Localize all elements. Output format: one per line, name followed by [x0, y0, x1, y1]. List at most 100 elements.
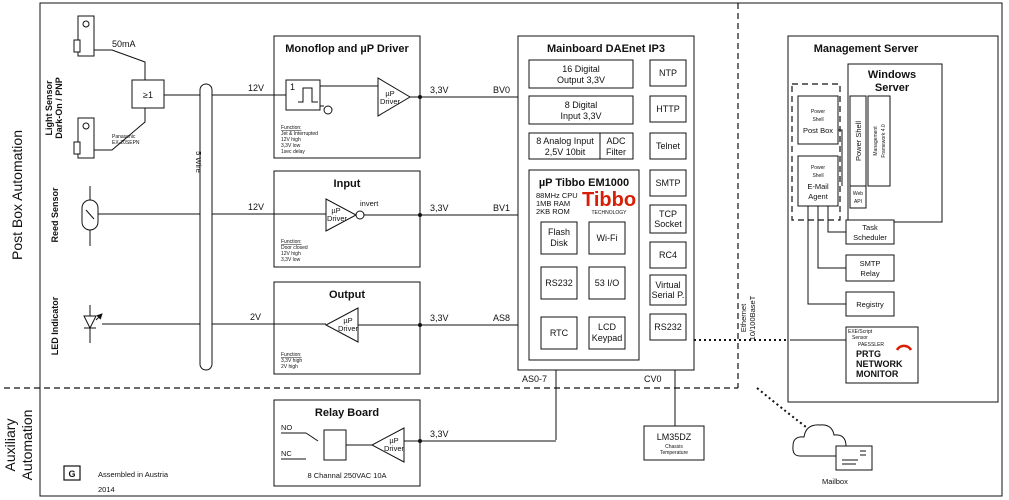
- svg-text:ADC: ADC: [606, 136, 626, 146]
- svg-text:3,3V high: 3,3V high: [281, 358, 302, 364]
- protocol-box: [649, 241, 687, 269]
- input-in-volt: 12V: [248, 202, 264, 212]
- svg-text:Driver: Driver: [327, 214, 348, 223]
- reed-sensor-label: Reed Sensor: [50, 187, 60, 243]
- svg-text:RTC: RTC: [550, 328, 569, 338]
- tibbo-title: µP Tibbo EM1000: [539, 177, 629, 189]
- prtg-gauge-icon: [895, 344, 913, 351]
- post-box-automation-label: Post Box Automation: [9, 130, 25, 260]
- output-in-volt: 2V: [250, 312, 261, 322]
- assembled-label: Assembled in Austria: [98, 470, 169, 479]
- relay-driver: [370, 427, 405, 463]
- management-framework-block: [867, 95, 891, 187]
- svg-text:API: API: [854, 199, 862, 205]
- svg-text:PRTG: PRTG: [856, 349, 881, 359]
- svg-text:Power: Power: [811, 165, 826, 171]
- monoflop-signal: BV0: [493, 85, 510, 95]
- svg-text:Power: Power: [811, 109, 826, 115]
- svg-text:1sec delay: 1sec delay: [281, 149, 305, 155]
- relay-title: Relay Board: [315, 407, 379, 419]
- monoflop-driver: [377, 77, 411, 117]
- ps-postbox-block: [797, 95, 839, 145]
- auxiliary-label: Auxiliary: [2, 419, 18, 472]
- output-signal: AS8: [493, 313, 510, 323]
- svg-text:Registry: Registry: [856, 300, 884, 309]
- protocol-box: [649, 132, 687, 160]
- output-out-volt: 3,3V: [430, 313, 449, 323]
- svg-text:53 I/O: 53 I/O: [595, 278, 620, 288]
- svg-text:µP: µP: [343, 316, 352, 325]
- registry-block: [845, 291, 895, 317]
- svg-text:12V high: 12V high: [281, 251, 301, 257]
- panasonic-brand: Panasonic: [112, 134, 136, 140]
- svg-text:Wi-Fi: Wi-Fi: [597, 233, 618, 243]
- svg-text:Scheduler: Scheduler: [853, 233, 887, 242]
- protocol-label: TCP: [659, 209, 677, 219]
- svg-text:RS232: RS232: [545, 278, 573, 288]
- analog-input-block: [528, 132, 601, 160]
- protocol-box: [649, 95, 687, 123]
- svg-text:LCD: LCD: [598, 322, 617, 332]
- light-sensor-label: Light Sensor: [44, 80, 54, 135]
- svg-text:E-Mail: E-Mail: [807, 182, 829, 191]
- svg-text:TECHNOLOGY: TECHNOLOGY: [591, 210, 627, 216]
- cv-label: CV0: [644, 374, 662, 384]
- protocol-box: [649, 313, 687, 341]
- adc-filter-block: [599, 132, 634, 160]
- svg-text:2V high: 2V high: [281, 364, 298, 370]
- wifi-block: [588, 221, 626, 255]
- protocol-label: SMTP: [655, 178, 680, 188]
- svg-text:Shell: Shell: [812, 173, 823, 179]
- svg-text:Keypad: Keypad: [592, 333, 623, 343]
- svg-text:Input 3,3V: Input 3,3V: [560, 111, 601, 121]
- powershell-scripts-group: [791, 83, 841, 221]
- protocol-label: RS232: [654, 322, 682, 332]
- svg-text:µP: µP: [389, 436, 398, 445]
- svg-text:Framework 4.0: Framework 4.0: [881, 124, 887, 158]
- input-invert: invert: [360, 199, 379, 208]
- pulse-icon: [298, 87, 318, 103]
- svg-text:Chassis: Chassis: [665, 444, 683, 450]
- input-signal: BV1: [493, 203, 510, 213]
- svg-text:Management: Management: [873, 126, 879, 156]
- svg-text:Function:: Function:: [281, 125, 302, 131]
- svg-text:PAESSLER: PAESSLER: [858, 342, 884, 348]
- company-logo: [63, 465, 81, 481]
- svg-text:Filter: Filter: [606, 147, 626, 157]
- svg-text:Driver: Driver: [338, 324, 359, 333]
- input-title: Input: [334, 178, 361, 190]
- svg-text:8 Digital: 8 Digital: [565, 100, 598, 110]
- svg-text:NC: NC: [281, 449, 292, 458]
- prtg-block: [845, 326, 919, 384]
- led-indicator-label: LED Indicator: [50, 296, 60, 355]
- lm35-block: [643, 425, 705, 461]
- rs232-inner-block: [540, 266, 578, 300]
- relay-coil: [323, 429, 347, 461]
- lcd-keypad-block: [588, 316, 626, 350]
- relay-out-volt: 3,3V: [430, 429, 449, 439]
- svg-text:Server: Server: [875, 82, 910, 94]
- io-block: [588, 266, 626, 300]
- led-icon: [83, 305, 103, 343]
- panasonic-model: EX-20SEPN: [112, 140, 140, 146]
- digital-output-block: [528, 59, 634, 89]
- input-driver: [325, 198, 358, 232]
- svg-text:Output 3,3V: Output 3,3V: [557, 75, 605, 85]
- svg-text:NETWORK: NETWORK: [856, 359, 903, 369]
- svg-text:Shell: Shell: [812, 117, 823, 123]
- mailbox-label: Mailbox: [822, 477, 848, 486]
- protocol-box: [649, 274, 687, 306]
- protocol-box: [649, 169, 687, 197]
- svg-text:EXE/Script: EXE/Script: [848, 329, 873, 335]
- svg-text:Agent: Agent: [808, 192, 829, 201]
- svg-text:2,5V 10bit: 2,5V 10bit: [545, 147, 586, 157]
- svg-text:Ethernet: Ethernet: [739, 303, 748, 332]
- svg-text:88MHz CPU: 88MHz CPU: [536, 191, 578, 200]
- svg-text:Post Box: Post Box: [803, 126, 833, 135]
- svg-text:G: G: [68, 469, 75, 479]
- svg-text:µP: µP: [331, 206, 340, 215]
- protocol-label: Virtual: [655, 280, 680, 290]
- svg-text:Sensor: Sensor: [852, 335, 868, 341]
- svg-text:16 Digital: 16 Digital: [562, 64, 600, 74]
